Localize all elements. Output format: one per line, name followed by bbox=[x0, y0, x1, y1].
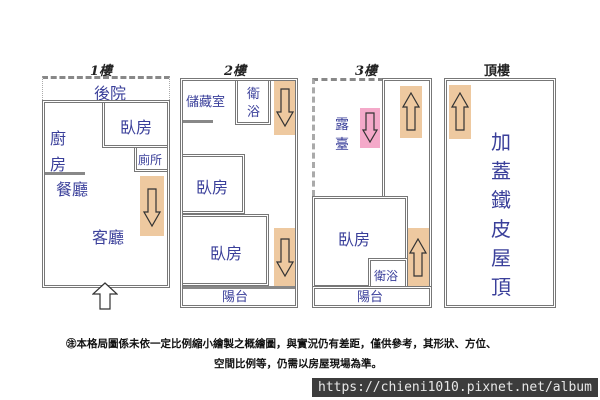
stair-down-bottom bbox=[274, 228, 295, 286]
disclaimer-line-2: 空間比例等，仍需以房屋現場為準。 bbox=[214, 358, 382, 370]
roof-label-char: 加 bbox=[491, 130, 511, 154]
bedroom-1-walls bbox=[183, 154, 245, 214]
entrance-arrow-icon bbox=[92, 282, 118, 310]
floor-2-title: 2樓 bbox=[224, 64, 247, 79]
arrow-down-icon bbox=[362, 112, 378, 144]
room-balcony: 陽台 bbox=[222, 290, 249, 305]
room-living: 客廳 bbox=[92, 228, 125, 247]
room-storage: 儲藏室 bbox=[186, 95, 226, 110]
balcony-divider bbox=[183, 286, 295, 289]
arrow-down-icon bbox=[276, 238, 294, 278]
room-bath: 衛浴 bbox=[247, 87, 261, 120]
watermark: https://chieni1010.pixnet.net/album bbox=[312, 378, 598, 397]
room-bath-3: 衛浴 bbox=[374, 269, 399, 283]
bedroom-walls bbox=[102, 103, 167, 148]
roof-label-char: 頂 bbox=[491, 275, 511, 299]
room-kitchen-1: 廚房 bbox=[50, 129, 67, 174]
kitchen-divider bbox=[45, 172, 85, 175]
floor-3-plan: 露臺 臥房 衛浴 陽台 bbox=[312, 78, 432, 308]
stair-up-bottom bbox=[408, 228, 429, 286]
arrow-down-icon bbox=[276, 88, 294, 128]
arrow-up-icon bbox=[409, 238, 427, 278]
floor-1-plan: 後院 臥房 廚房 廁所 餐廳 客廳 bbox=[42, 76, 170, 288]
balcony-walls-3 bbox=[312, 286, 432, 308]
room-dining: 餐廳 bbox=[56, 180, 89, 199]
toilet-walls bbox=[134, 148, 167, 172]
stair-up-top bbox=[400, 86, 422, 138]
backyard-boundary bbox=[42, 76, 170, 100]
roof-title: 頂樓 bbox=[484, 64, 511, 79]
bedroom-2-walls bbox=[183, 214, 269, 286]
floor-1-title: 1樓 bbox=[90, 64, 113, 79]
storage-divider bbox=[183, 120, 213, 123]
room-bedroom: 臥房 bbox=[120, 118, 153, 137]
room-terrace: 露臺 bbox=[335, 117, 349, 153]
stair-down-top bbox=[274, 81, 295, 135]
bath-walls-3 bbox=[368, 258, 408, 288]
bath-walls bbox=[235, 81, 271, 125]
room-bedroom-1: 臥房 bbox=[196, 178, 229, 197]
room-backyard: 後院 bbox=[94, 84, 127, 103]
arrow-down-icon bbox=[143, 188, 161, 228]
roof-label: 加 蓋 鐵 皮 屋 頂 bbox=[490, 128, 512, 302]
disclaimer-line-1: ㊟本格局圖係未依一定比例縮小繪製之概繪圖，與實況仍有差距，僅供參考，其形狀、方位… bbox=[66, 338, 497, 350]
room-bedroom-2: 臥房 bbox=[210, 244, 243, 263]
floor-3-title: 3樓 bbox=[355, 64, 378, 79]
arrow-up-icon bbox=[402, 92, 420, 132]
stair-down-pink bbox=[360, 108, 380, 148]
roof-label-char: 鐵 bbox=[491, 188, 511, 212]
room-bedroom-3: 臥房 bbox=[338, 230, 371, 249]
roof-label-char: 皮 bbox=[491, 217, 511, 241]
roof-label-char: 蓋 bbox=[491, 159, 511, 183]
floor-2-plan: 儲藏室 衛浴 臥房 臥房 陽台 bbox=[180, 78, 298, 308]
arrow-up-icon bbox=[451, 92, 469, 132]
room-balcony-3: 陽台 bbox=[357, 290, 384, 305]
roof-label-char: 屋 bbox=[491, 246, 511, 270]
room-toilet: 廁所 bbox=[138, 153, 163, 167]
stair-up-roof bbox=[449, 85, 471, 139]
terrace-boundary bbox=[312, 78, 384, 196]
